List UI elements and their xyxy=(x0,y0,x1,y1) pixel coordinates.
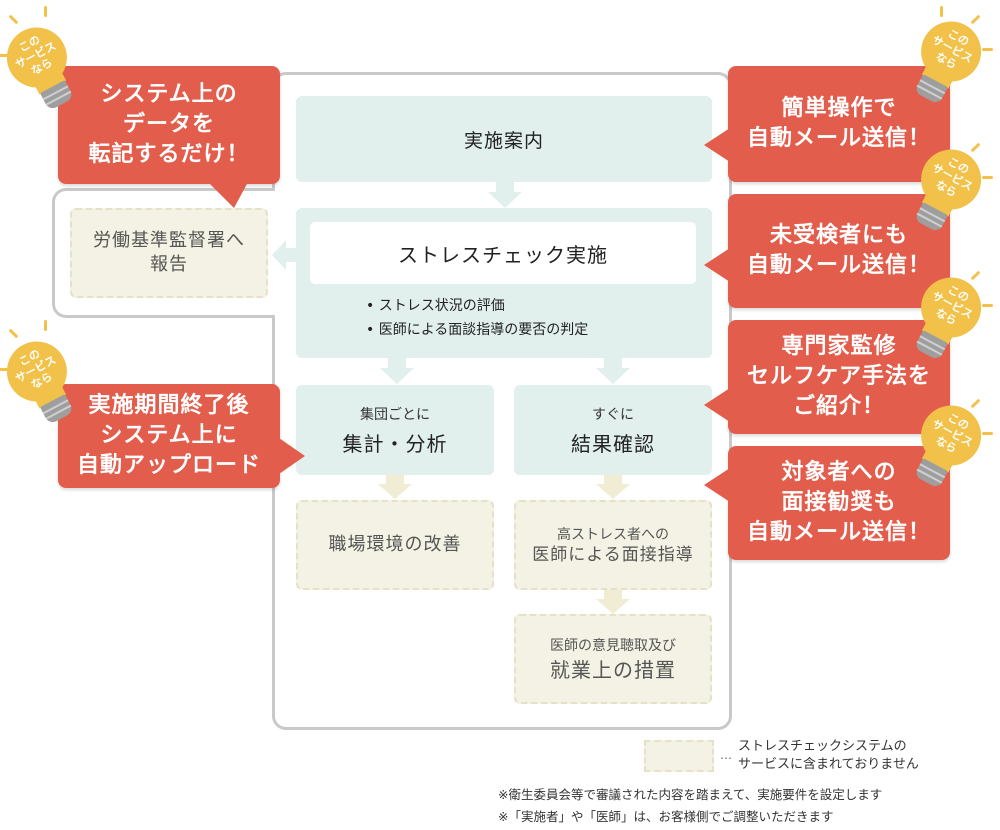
callout-line: 対象者への xyxy=(781,460,897,486)
arrow-down-1 xyxy=(488,182,522,208)
callout-line: ご紹介！ xyxy=(792,393,885,419)
improve-box: 職場環境の改善 xyxy=(296,500,494,590)
measures-box: 医師の意見聴取及び 就業上の措置 xyxy=(514,614,712,704)
arrow-down-2a xyxy=(380,358,414,384)
measures-small-label: 医師の意見聴取及び xyxy=(550,637,676,654)
callout-pointer xyxy=(279,438,305,474)
step-guidance: 実施案内 xyxy=(296,96,712,182)
result-big-label: 結果確認 xyxy=(571,431,655,456)
callout-upload: 実施期間終了後 システム上に 自動アップロード xyxy=(58,384,280,488)
callout-line: 未受検者にも xyxy=(769,223,908,249)
arrow-down-4 xyxy=(596,590,630,614)
legend-dots: … xyxy=(720,748,732,762)
interview-box: 高ストレス者への 医師による面接指導 xyxy=(514,500,712,590)
arrow-left-report xyxy=(272,240,298,270)
arrow-down-2b xyxy=(596,358,630,384)
improve-label: 職場環境の改善 xyxy=(328,533,462,555)
stress-check-title-box: ストレスチェック実施 xyxy=(310,222,696,284)
report-line-1: 労働基準監督署へ xyxy=(93,229,245,251)
callout-line: 転記するだけ！ xyxy=(88,141,250,167)
callout-pointer xyxy=(704,248,730,282)
interview-line-1: 高ストレス者への xyxy=(557,526,669,543)
legend-line: ストレスチェックシステムの xyxy=(738,739,907,754)
result-small-label: すぐに xyxy=(592,406,634,423)
callout-interview-mail: 対象者への 面接勧奨も 自動メール送信！ xyxy=(728,446,950,560)
callout-line: 自動メール送信！ xyxy=(746,126,931,151)
legend-swatch xyxy=(644,740,714,772)
callout-pointer xyxy=(704,468,730,502)
callout-line: データを xyxy=(122,112,215,138)
callout-pointer xyxy=(704,388,730,422)
step-result-check: すぐに 結果確認 xyxy=(514,385,712,475)
legend-line: サービスに含まれておりません xyxy=(738,757,919,772)
callout-pointer xyxy=(208,182,248,208)
note-requirements: ※衛生委員会等で審議された内容を踏まえて、実施要件を設定します xyxy=(498,787,883,802)
callout-line: 専門家監修 xyxy=(781,334,897,360)
callout-transcribe: システム上の データを 転記するだけ！ xyxy=(58,66,280,184)
callout-line: 自動アップロード xyxy=(76,452,261,478)
legend-text: ストレスチェックシステムの サービスに含まれておりません xyxy=(738,738,919,774)
callout-line: システム上に xyxy=(100,423,238,449)
arrow-down-3a xyxy=(378,475,412,499)
measures-big-label: 就業上の措置 xyxy=(550,657,676,682)
callout-line: システム上の xyxy=(100,82,238,108)
step-guidance-label: 実施案内 xyxy=(463,129,544,152)
report-box: 労働基準監督署へ 報告 xyxy=(70,208,268,298)
callout-line: 自動メール送信！ xyxy=(746,519,931,545)
callout-untested-mail: 未受検者にも 自動メール送信！ xyxy=(728,194,950,308)
stress-check-bullets: ストレス状況の評価 医師による面談指導の要否の判定 xyxy=(366,294,589,342)
bullet-item: ストレス状況の評価 xyxy=(366,294,588,318)
step-group-analysis: 集団ごとに 集計・分析 xyxy=(296,385,494,475)
step-stress-check: ストレスチェック実施 ストレス状況の評価 医師による面談指導の要否の判定 xyxy=(296,208,712,358)
callout-line: 実施期間終了後 xyxy=(88,393,250,419)
callout-line: 面接勧奨も xyxy=(781,490,897,516)
note-roles: ※「実施者」や「医師」は、お客様側でご調整いただきます xyxy=(498,809,834,824)
callout-line: セルフケア手法を xyxy=(746,364,931,390)
callout-line: 自動メール送信！ xyxy=(746,253,931,278)
group-big-label: 集計・分析 xyxy=(342,431,448,456)
interview-line-2: 医師による面接指導 xyxy=(532,544,694,565)
callout-easy-mail: 簡単操作で 自動メール送信！ xyxy=(728,66,950,182)
group-small-label: 集団ごとに xyxy=(360,406,430,423)
stress-check-title: ストレスチェック実施 xyxy=(398,242,608,267)
arrow-down-3b xyxy=(596,475,630,499)
callout-selfcare: 専門家監修 セルフケア手法を ご紹介！ xyxy=(728,320,950,434)
report-line-2: 報告 xyxy=(150,254,188,275)
callout-pointer xyxy=(704,128,730,162)
bullet-item: 医師による面談指導の要否の判定 xyxy=(366,318,589,342)
callout-line: 簡単操作で xyxy=(781,96,897,122)
